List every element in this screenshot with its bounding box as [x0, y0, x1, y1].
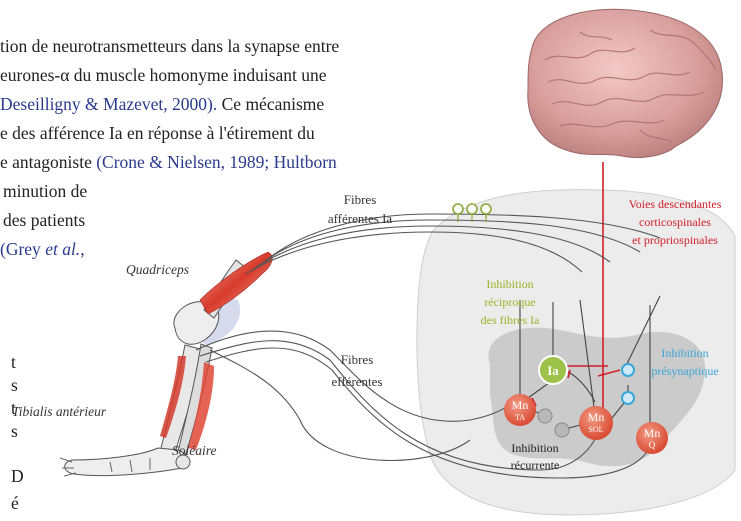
- motoneuron-q: Mn Q: [636, 422, 668, 454]
- reciprocal-label-3: des fibres Ia: [481, 313, 540, 327]
- brain-image: [528, 9, 723, 157]
- descending-label-1: Voies descendantes: [629, 197, 722, 211]
- mn-sol-label: Mn: [588, 410, 605, 424]
- mn-q-sub: Q: [649, 440, 656, 450]
- reciprocal-label-2: réciproque: [484, 295, 535, 309]
- efferent-label-1: Fibres: [341, 352, 374, 367]
- descending-label-2: corticospinales: [639, 215, 711, 229]
- recurrent-label-2: récurrente: [511, 458, 560, 472]
- recurrent-label-1: Inhibition: [511, 441, 558, 455]
- efferent-label-2: efférentes: [331, 374, 382, 389]
- dorsal-root-ganglia: [453, 204, 491, 214]
- ia-interneuron: Ia: [539, 356, 567, 384]
- ia-label: Ia: [547, 363, 559, 378]
- soleus-label: Soléaire: [172, 443, 217, 458]
- quadriceps-label: Quadriceps: [126, 262, 189, 277]
- descending-label-3: et propriospinales: [632, 233, 718, 247]
- afferent-label-2: afférentes Ia: [328, 211, 393, 226]
- presynaptic-label-2: présynaptique: [651, 364, 718, 378]
- motoneuron-sol: Mn SOL: [579, 406, 613, 440]
- tibialis-label: Tibialis antérieur: [12, 404, 107, 419]
- mn-sol-sub: SOL: [588, 425, 603, 434]
- mn-q-label: Mn: [644, 426, 661, 440]
- motoneuron-ta: Mn TA: [504, 394, 536, 426]
- reciprocal-label-1: Inhibition: [486, 277, 533, 291]
- mn-ta-label: Mn: [512, 398, 529, 412]
- afferent-label-1: Fibres: [344, 192, 377, 207]
- mn-ta-sub: TA: [515, 413, 525, 422]
- presynaptic-label-1: Inhibition: [661, 346, 708, 360]
